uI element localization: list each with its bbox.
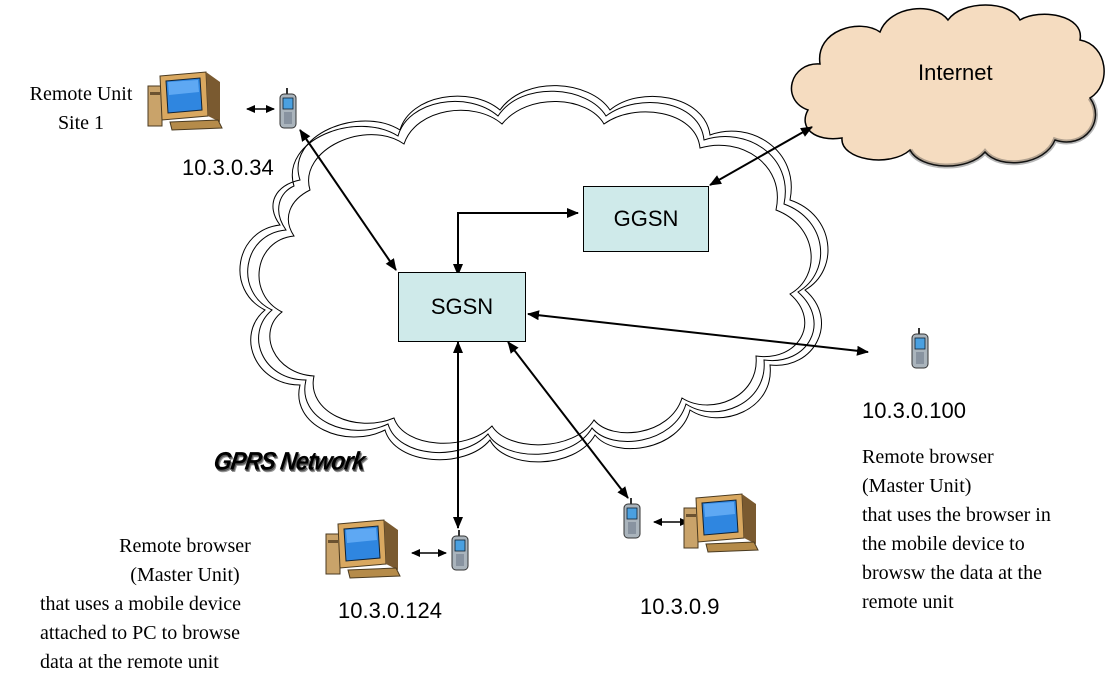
internet-cloud-icon (790, 4, 1105, 169)
mobile-browser-ip: 10.3.0.100 (862, 398, 966, 423)
device9-ip: 10.3.0.9 (640, 594, 720, 619)
pc-browser-ip: 10.3.0.124 (338, 598, 442, 623)
gprs-network-label: GPRS Network (212, 446, 367, 476)
sgsn-label: SGSN (430, 294, 494, 319)
link-sgsn-device9 (507, 341, 629, 499)
link-ggsn-internet (709, 126, 813, 186)
caption-line: Remote browser (862, 446, 994, 468)
sgsn-node: SGSN (398, 272, 526, 342)
caption-line: attached to PC to browse (40, 622, 240, 644)
caption-line: (Master Unit) (130, 564, 240, 586)
mobile-phone-icon (451, 529, 469, 571)
mobile-phone-icon (623, 497, 641, 539)
caption-line: data at the remote unit (40, 651, 219, 673)
link-sgsn-mobile (527, 310, 869, 356)
site1-caption: Remote Unit Site 1 (6, 80, 156, 138)
internet-label: Internet (918, 60, 993, 85)
gprs-network-cloud-icon (239, 85, 829, 463)
ggsn-label: GGSN (613, 206, 679, 231)
link-sgsn-ggsn (453, 208, 579, 276)
site1-ip: 10.3.0.34 (182, 155, 274, 180)
computer-icon (683, 493, 759, 553)
computer-icon (147, 71, 223, 131)
site1-line1: Remote Unit (29, 83, 133, 105)
caption-line: (Master Unit) (862, 475, 972, 497)
connections (299, 126, 869, 529)
mobile-browser-caption: Remote browser (Master Unit) that uses t… (862, 443, 1051, 617)
site1-line2: Site 1 (57, 112, 105, 134)
caption-line: remote unit (862, 591, 954, 613)
caption-line: the mobile device to (862, 533, 1025, 555)
mobile-phone-icon (911, 327, 929, 369)
mobile-phone-icon (279, 87, 297, 129)
caption-line: browsw the data at the (862, 562, 1042, 584)
caption-line: that uses the browser in (862, 504, 1051, 526)
caption-line: Remote browser (119, 535, 251, 557)
computer-icon (325, 519, 401, 579)
caption-line: that uses a mobile device (40, 593, 242, 615)
pc-browser-caption: Remote browser (Master Unit) that uses a… (40, 532, 330, 677)
link-site1-sgsn (299, 129, 397, 271)
ggsn-node: GGSN (583, 186, 709, 252)
